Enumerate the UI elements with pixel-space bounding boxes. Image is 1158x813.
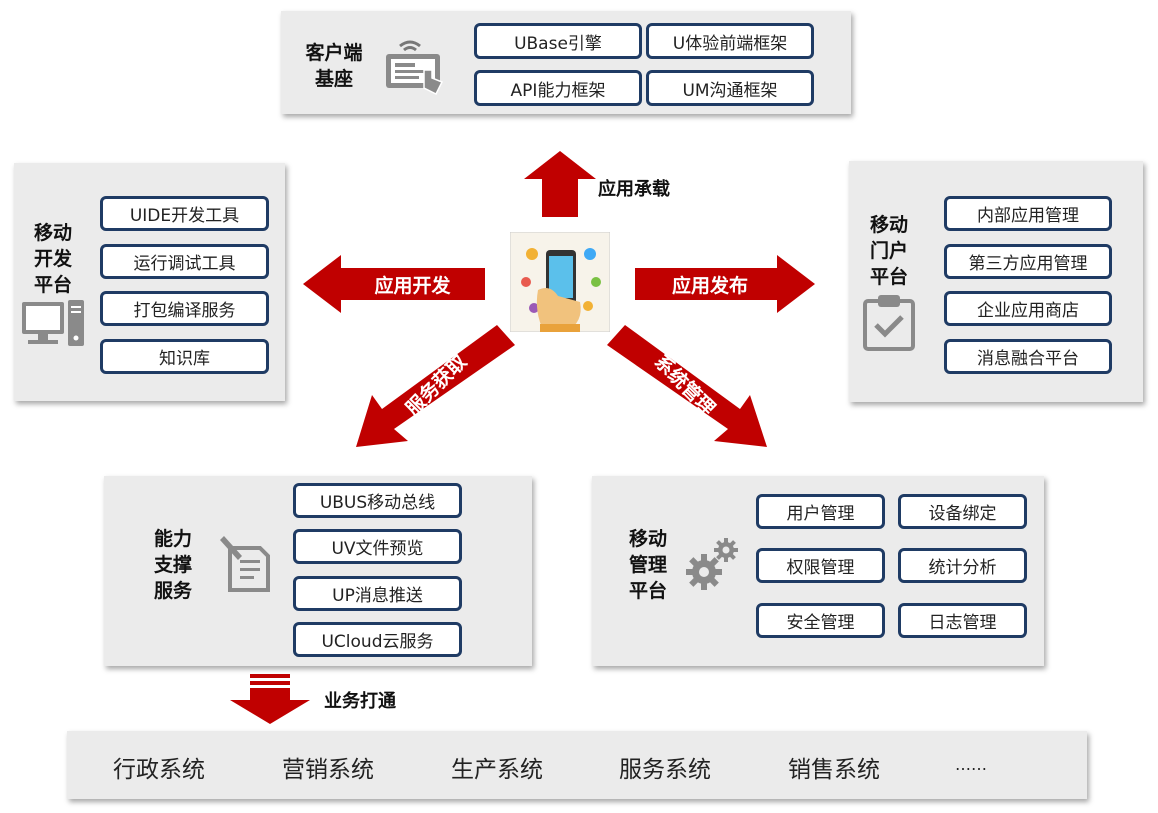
right-arrow	[635, 255, 815, 313]
security-mgmt-item: 安全管理	[756, 603, 885, 638]
left-arrow	[303, 255, 485, 313]
u-experience-frontend-item: U体验前端框架	[646, 23, 814, 59]
clipboard-check-icon	[863, 295, 915, 351]
uv-file-preview-item: UV文件预览	[293, 529, 462, 564]
down-arrow	[230, 674, 310, 724]
biz-connect-label: 业务打通	[324, 691, 396, 712]
log-mgmt-item: 日志管理	[898, 603, 1027, 638]
permission-mgmt-item: 权限管理	[756, 548, 885, 583]
mgmt-platform-title: 移动 管理 平台	[628, 528, 667, 602]
uide-tool-item: UIDE开发工具	[100, 196, 269, 231]
user-mgmt-item: 用户管理	[756, 494, 885, 529]
down-left-arrow	[356, 325, 515, 447]
message-fusion-item: 消息融合平台	[944, 339, 1112, 374]
statistics-item: 统计分析	[898, 548, 1027, 583]
capability-title: 能力 支撑 服务	[153, 528, 192, 602]
third-party-app-mgmt-item: 第三方应用管理	[944, 244, 1112, 279]
ubus-bus-item: UBUS移动总线	[293, 483, 462, 518]
touch-terminal-icon	[386, 40, 444, 96]
ubase-engine-item: UBase引擎	[474, 23, 642, 59]
down-right-arrow	[607, 325, 767, 447]
mobile-phone-hand-illustration	[510, 232, 610, 332]
api-capability-item: API能力框架	[474, 70, 642, 106]
up-arrow	[524, 151, 596, 217]
systems-bar	[67, 731, 1087, 799]
dev-platform-title: 移动 开发 平台	[33, 222, 72, 296]
device-binding-item: 设备绑定	[898, 494, 1027, 529]
debug-tool-item: 运行调试工具	[100, 244, 269, 279]
enterprise-app-store-item: 企业应用商店	[944, 291, 1112, 326]
app-dev-label: 应用开发	[374, 274, 451, 297]
production-system-label: 生产系统	[451, 757, 543, 783]
up-message-push-item: UP消息推送	[293, 576, 462, 611]
portal-platform-title: 移动 门户 平台	[869, 214, 908, 288]
marketing-system-label: 营销系统	[282, 757, 374, 783]
build-service-item: 打包编译服务	[100, 291, 269, 326]
more-systems-ellipsis: ……	[955, 755, 987, 774]
service-system-label: 服务系统	[619, 757, 711, 783]
knowledge-base-item: 知识库	[100, 339, 269, 374]
sales-system-label: 销售系统	[788, 757, 880, 783]
um-communication-item: UM沟通框架	[646, 70, 814, 106]
ucloud-service-item: UCloud云服务	[293, 622, 462, 657]
client-base-title: 客户端 基座	[305, 42, 363, 90]
gears-icon	[686, 538, 738, 590]
app-carry-label: 应用承载	[598, 179, 670, 200]
document-edit-icon	[220, 536, 270, 592]
internal-app-mgmt-item: 内部应用管理	[944, 196, 1112, 231]
app-publish-label: 应用发布	[671, 274, 748, 297]
computer-icon	[22, 300, 84, 346]
admin-system-label: 行政系统	[113, 757, 205, 783]
